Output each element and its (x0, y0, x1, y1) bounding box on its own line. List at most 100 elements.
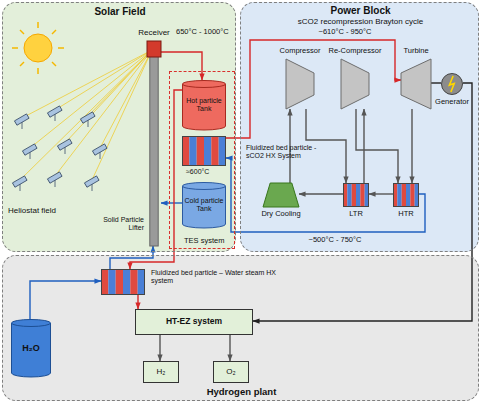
hx-plate (197, 136, 204, 166)
hx-plate (352, 183, 356, 207)
node-label: Turbine (381, 47, 451, 56)
water-tank: H₂O (11, 319, 51, 377)
flow-connector (110, 246, 153, 269)
hx-plate (397, 183, 401, 207)
flow-connector (299, 193, 343, 194)
receiver-tower: Receiver (147, 41, 161, 246)
product-box: H₂ (143, 361, 179, 383)
flow-connector (363, 109, 364, 183)
tes-box: TES system Hot particle TankFluidized bed… (169, 71, 235, 249)
solar-panel-fill (2, 2, 236, 252)
node-label: Re-Compressor (320, 47, 390, 56)
machine-outline (401, 59, 431, 109)
generator: Generator (441, 73, 463, 95)
heat-exchanger: Fluidized bed particle - sCO2 HX System (182, 136, 226, 166)
region-panel: Power BlocksCO2 recompression Brayton cy… (240, 2, 479, 252)
node-label: Receiver (129, 28, 179, 37)
node-label: O₂ (214, 362, 248, 382)
product-box: O₂ (213, 361, 249, 383)
tower-shaft (150, 55, 158, 246)
hx-outline (183, 137, 226, 166)
flow-connector (431, 82, 441, 83)
hx-plate (138, 269, 145, 295)
flow-connector (159, 335, 160, 361)
node-label: LTR (336, 210, 376, 219)
flow-connector (369, 193, 393, 194)
flow-connector (161, 202, 182, 203)
hydrogen-panel-fill (2, 255, 479, 401)
node-label: Power Block (241, 5, 480, 17)
shape-outline (341, 59, 369, 109)
compressor: Re-Compressor (341, 59, 369, 109)
bolt-symbol (449, 76, 454, 92)
heliostats (12, 106, 107, 191)
turbine: Turbine (401, 59, 431, 109)
node-label: HTR (386, 210, 426, 219)
recuperator: LTR (343, 183, 369, 207)
generator-body (442, 74, 463, 95)
node-label: H₂ (144, 362, 178, 382)
hx-plate (410, 183, 414, 207)
node-label: sCO2 recompression Brayton cycle (241, 17, 480, 26)
hx-plate (123, 269, 130, 295)
recuperator: HTR (393, 183, 419, 207)
flow-connector (161, 52, 202, 80)
hx-plate (356, 183, 360, 207)
node-label: Hot particle Tank (182, 80, 226, 130)
annotation: 650°C - 1000°C (176, 28, 238, 37)
hx-plate (189, 136, 196, 166)
node-label: Fluidized bed particle – Water steam HX … (151, 269, 279, 285)
shape-outline (263, 183, 299, 207)
hx-plate (219, 136, 226, 166)
dry-cooler: Dry Cooling (263, 183, 299, 207)
hx-plate (347, 183, 351, 207)
hx-outline (394, 184, 419, 207)
node-label: TES system (184, 237, 230, 246)
hx-plate (402, 183, 406, 207)
shape-outline (286, 59, 314, 109)
node-label: Dry Cooling (251, 210, 311, 219)
annotation: Solid Particle Lifter (96, 216, 144, 232)
hx-outline (102, 270, 145, 295)
tank-top (12, 320, 51, 327)
heat-exchanger: Fluidized bed particle – Water steam HX … (101, 269, 145, 295)
flow-connector (356, 109, 398, 183)
sun (12, 22, 64, 74)
tank-top (183, 183, 226, 190)
compressor: Compressor (286, 59, 314, 109)
hx-plate (116, 269, 123, 295)
node-label: H₂O (11, 319, 51, 377)
flow-connector (30, 281, 101, 319)
region-panel: Hydrogen plant Fluidized bed particle – W… (2, 255, 479, 401)
node-label: Generator (427, 98, 477, 107)
shape-outline (182, 136, 226, 166)
machine-outline (286, 59, 314, 109)
shape-outline (401, 59, 431, 109)
annotation: ≈600°C (186, 168, 226, 176)
annotation: Heliostat field (8, 206, 88, 215)
flow-connector (229, 335, 230, 361)
shape-outline (343, 183, 369, 207)
sun-rays (20, 50, 152, 180)
hot-tank: Hot particle Tank (182, 80, 226, 130)
hx-plate (130, 269, 137, 295)
hx-plate (360, 183, 364, 207)
hx-plate (211, 136, 218, 166)
process-box: HT-EZ system (135, 309, 253, 335)
cold-tank: Cold particle Tank (182, 182, 226, 228)
flow-connector (411, 109, 412, 183)
hx-plate (101, 269, 108, 295)
receiver-head (147, 41, 161, 57)
tank-top (183, 81, 226, 88)
node-label: Cold particle Tank (182, 182, 226, 228)
node-label: Solar Field (3, 6, 237, 18)
flow-connector (253, 83, 472, 321)
shape-outline (147, 41, 161, 246)
node-label: HT-EZ system (136, 310, 252, 334)
shape-outline (441, 73, 463, 95)
node-label: Hydrogen plant (3, 387, 480, 398)
machine-outline (263, 183, 299, 207)
hx-plate (182, 136, 189, 166)
machine-outline (341, 59, 369, 109)
